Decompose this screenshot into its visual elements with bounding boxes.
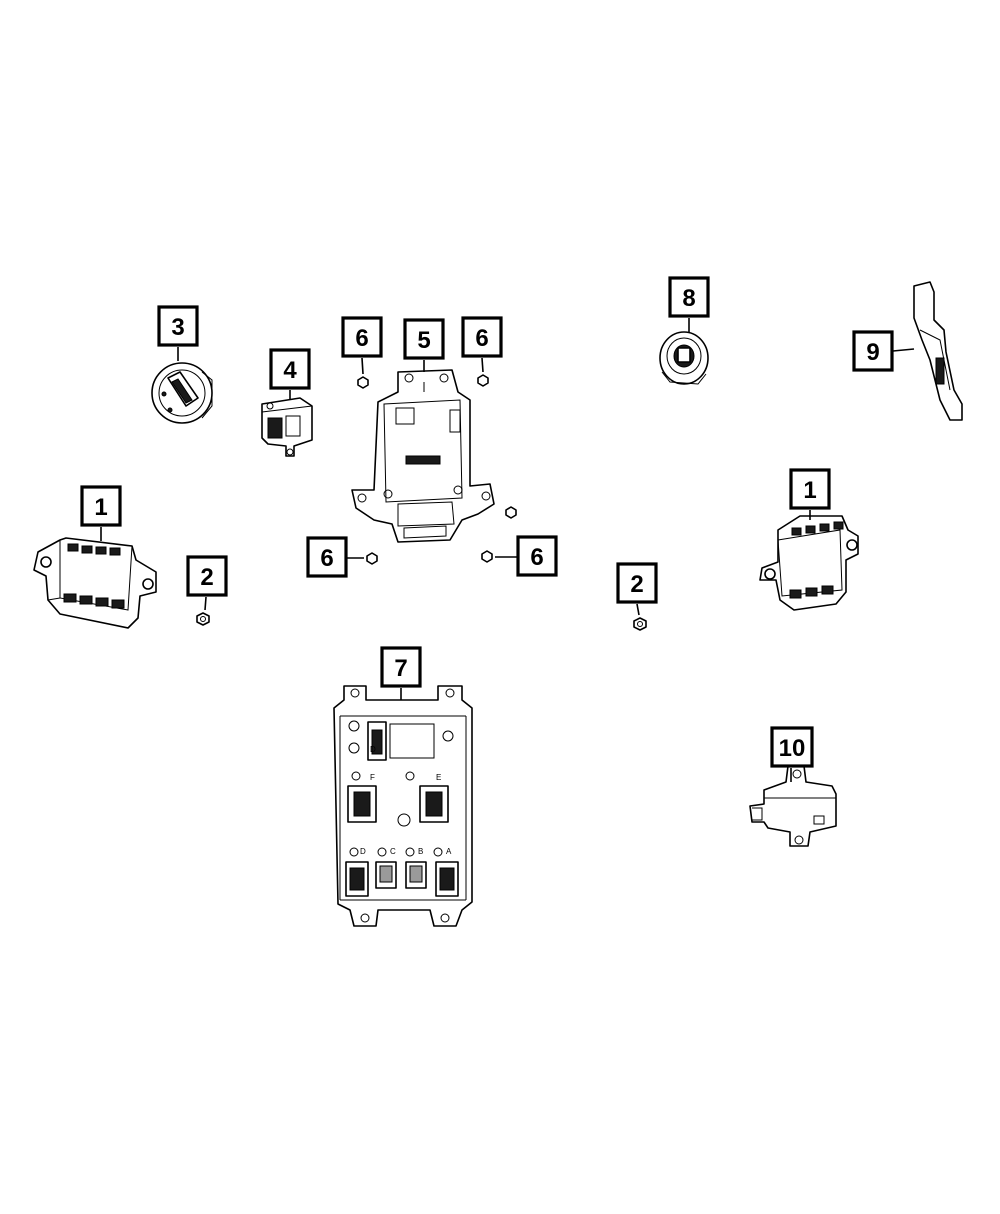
svg-text:2: 2 bbox=[630, 571, 643, 598]
part-2-right-nut bbox=[633, 617, 647, 631]
part-7-body-control-module: D F E D C B A bbox=[333, 685, 473, 927]
connector-label-a: A bbox=[446, 847, 452, 856]
part-5-control-module bbox=[351, 369, 495, 543]
callout-1-left: 1 bbox=[80, 485, 122, 527]
svg-text:1: 1 bbox=[803, 477, 816, 504]
svg-text:1: 1 bbox=[94, 494, 107, 521]
callout-10: 10 bbox=[770, 726, 814, 768]
callout-6-top-right: 6 bbox=[461, 316, 503, 358]
svg-text:3: 3 bbox=[171, 314, 184, 341]
leader-9 bbox=[892, 348, 915, 352]
callout-7: 7 bbox=[380, 646, 422, 688]
connector-label-c: C bbox=[390, 847, 396, 856]
part-2-left-nut bbox=[196, 612, 210, 626]
part-8-ignition-switch bbox=[659, 331, 709, 385]
callout-6-bottom-right: 6 bbox=[516, 535, 558, 577]
callout-6-top-left: 6 bbox=[341, 316, 383, 358]
callout-3: 3 bbox=[157, 305, 199, 347]
part-6-screw-top-left bbox=[357, 376, 369, 389]
callout-4: 4 bbox=[269, 348, 311, 390]
part-6-screw-extra bbox=[505, 506, 517, 519]
connector-label-d: D bbox=[360, 847, 366, 856]
part-10-receiver-module bbox=[749, 765, 837, 847]
connector-label-d-top: D bbox=[370, 745, 376, 754]
callout-6-bottom-left: 6 bbox=[306, 536, 348, 578]
connector-label-e: E bbox=[436, 773, 441, 782]
callout-9: 9 bbox=[852, 330, 894, 372]
svg-text:9: 9 bbox=[866, 339, 879, 366]
svg-text:5: 5 bbox=[417, 327, 430, 354]
part-6-screw-top-right bbox=[477, 374, 489, 387]
svg-text:6: 6 bbox=[355, 325, 368, 352]
part-6-screw-bottom-right bbox=[481, 550, 493, 563]
leader-6-top-left bbox=[361, 357, 364, 375]
callout-5: 5 bbox=[403, 318, 445, 360]
callout-2-left: 2 bbox=[186, 555, 228, 597]
callout-1-right: 1 bbox=[789, 468, 831, 510]
part-1-left-module bbox=[33, 537, 157, 629]
part-4-switch-module bbox=[261, 397, 313, 457]
callout-2-right: 2 bbox=[616, 562, 658, 604]
leader-2-right bbox=[636, 603, 640, 616]
part-6-screw-bottom-left bbox=[366, 552, 378, 565]
svg-text:6: 6 bbox=[475, 325, 488, 352]
callout-8: 8 bbox=[668, 276, 710, 318]
svg-text:4: 4 bbox=[283, 357, 297, 384]
connector-label-f: F bbox=[370, 773, 375, 782]
svg-text:7: 7 bbox=[394, 655, 407, 682]
connector-label-b: B bbox=[418, 847, 423, 856]
part-1-right-module bbox=[759, 515, 859, 611]
svg-text:6: 6 bbox=[530, 544, 543, 571]
svg-text:8: 8 bbox=[682, 285, 695, 312]
leader-6-top-right bbox=[481, 357, 484, 373]
svg-text:2: 2 bbox=[200, 564, 213, 591]
part-3-headlamp-switch bbox=[151, 362, 213, 424]
svg-text:10: 10 bbox=[779, 735, 806, 762]
leader-2-left bbox=[204, 596, 207, 611]
part-9-bracket bbox=[913, 281, 963, 421]
svg-text:6: 6 bbox=[320, 545, 333, 572]
